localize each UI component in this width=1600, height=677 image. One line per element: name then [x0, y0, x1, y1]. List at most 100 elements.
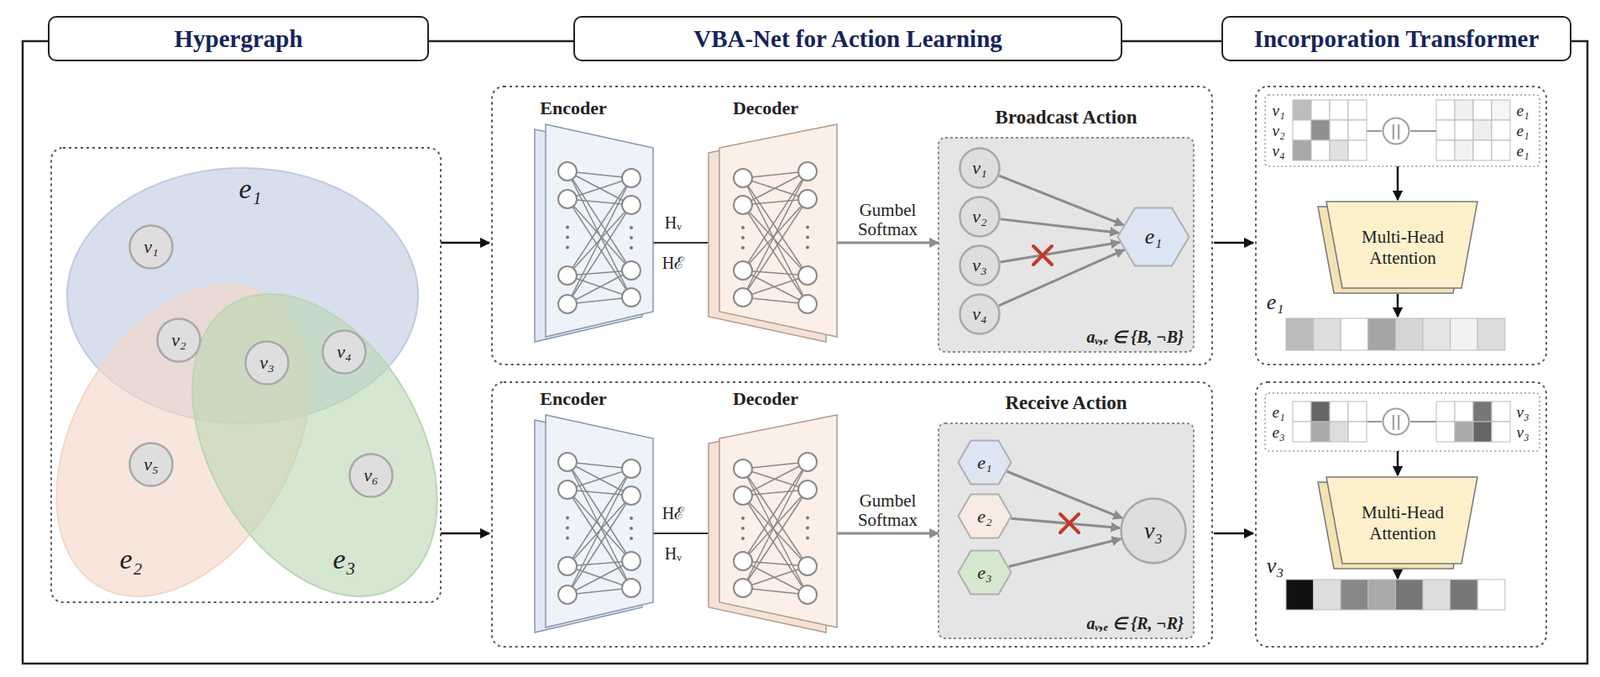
ellipse-outline	[4, 240, 361, 641]
neuron	[622, 261, 641, 280]
matrix-cell	[1313, 318, 1342, 351]
circle-outline	[960, 197, 1000, 237]
matrix-cell	[1286, 318, 1314, 351]
matrix-cell	[1450, 318, 1479, 351]
neuron	[733, 287, 753, 307]
connector	[998, 175, 1124, 225]
action-box: Broadcast Actionaᵥ,ₑ ∈ {B, ¬B}v₁v₂v₃v₄e₁	[938, 137, 1194, 352]
circle-outline	[960, 245, 1000, 286]
neuron-link	[567, 171, 632, 298]
neuron-link	[567, 468, 632, 490]
title-text: VBA-Net for Action Learning	[693, 25, 1003, 53]
concat-symbol: ||	[1381, 407, 1411, 436]
neuron-link	[567, 297, 632, 304]
math-label: e₁	[1516, 142, 1529, 159]
neuron-link	[742, 198, 808, 205]
matrix-cell	[1436, 140, 1455, 161]
neuron-link	[567, 565, 632, 588]
hyperedge-label: e₂	[120, 543, 143, 576]
concat-wire	[1366, 130, 1382, 132]
hyperedge-label: e₃	[333, 543, 356, 576]
hyperedge-hexagon: e₃	[956, 549, 1013, 596]
neuron	[622, 195, 641, 215]
neuron	[733, 459, 753, 478]
hyperedge-label: e₂	[977, 505, 992, 528]
vertex-circle: v₁	[958, 146, 1001, 189]
matrix-cell	[1436, 99, 1455, 121]
matrix-cell	[1454, 120, 1474, 141]
neuron-link	[567, 495, 632, 595]
decoder-block: Decoder	[708, 396, 837, 635]
neuron-dots	[805, 516, 810, 520]
hexagon-outline	[1118, 208, 1190, 267]
math-label: v₃	[1516, 403, 1529, 420]
neuron-link	[742, 198, 808, 298]
neuron-link	[742, 177, 808, 276]
vertex-label: v₄	[972, 303, 987, 325]
vertex-label: v₄	[336, 340, 351, 363]
layer-back	[708, 129, 827, 342]
flow-arrow	[1396, 569, 1400, 579]
circle-outline	[157, 318, 201, 362]
title-text: Incorporation Transformer	[1254, 25, 1540, 53]
flow-arrow	[1396, 166, 1400, 200]
neuron	[558, 556, 577, 576]
vertex-circle: v₅	[128, 441, 174, 487]
flow-arrow	[440, 241, 490, 245]
title-box: Hypergraph	[47, 15, 429, 62]
neuron	[558, 452, 577, 471]
layer-front	[719, 124, 837, 337]
concat-symbol: ||	[1381, 116, 1411, 146]
neuron-link	[742, 468, 808, 595]
circle-outline	[1383, 118, 1410, 145]
neuron-dots	[741, 235, 745, 240]
matrix-cell	[1368, 318, 1397, 351]
matrix-cell	[1329, 99, 1349, 121]
matrix-frame	[1265, 392, 1540, 451]
neuron-link	[567, 270, 632, 304]
circle-outline	[130, 225, 173, 269]
circle-outline	[245, 341, 289, 385]
flow-arrow	[1396, 293, 1400, 317]
neuron	[798, 452, 817, 471]
neuron	[798, 556, 817, 576]
neuron-link	[742, 177, 808, 304]
vertex-circle: v₆	[348, 452, 394, 498]
neuron-link	[567, 489, 632, 588]
concat-wire	[1366, 420, 1382, 423]
math-label: e₃	[1271, 423, 1285, 440]
vertex-circle: v₃	[958, 244, 1001, 287]
matrix-cell	[1292, 421, 1312, 442]
hyperedge-ellipse: e₃	[209, 281, 420, 609]
neuron-link	[742, 587, 808, 595]
flow-arrow	[1213, 241, 1254, 245]
math-label: v₄	[1271, 142, 1285, 159]
outer-frame	[22, 41, 1588, 664]
math-label: v₃	[1266, 554, 1285, 577]
neuron-link	[567, 171, 632, 178]
neuron-dots	[741, 516, 745, 520]
connector	[653, 241, 709, 244]
neuron-dots	[629, 536, 633, 540]
matrix-cell	[1395, 579, 1423, 610]
neuron	[733, 486, 753, 505]
neuron-link	[742, 204, 808, 304]
attention-block: Multi-Head Attention	[1317, 476, 1480, 569]
neuron-dots	[629, 516, 633, 520]
vertex-label: v₂	[972, 205, 987, 228]
transformer-panel	[1255, 381, 1547, 647]
neuron-link	[742, 275, 808, 298]
matrix-cell	[1286, 579, 1314, 610]
neuron-dots	[565, 235, 570, 240]
neuron-link	[742, 495, 808, 566]
layer-back	[708, 419, 827, 633]
neuron-link	[742, 461, 808, 469]
vba-panel	[491, 381, 1213, 647]
layer-front	[1326, 201, 1478, 288]
block-heading: Decoder	[732, 98, 799, 119]
action-panel	[938, 137, 1194, 352]
matrix-cell	[1436, 401, 1455, 422]
